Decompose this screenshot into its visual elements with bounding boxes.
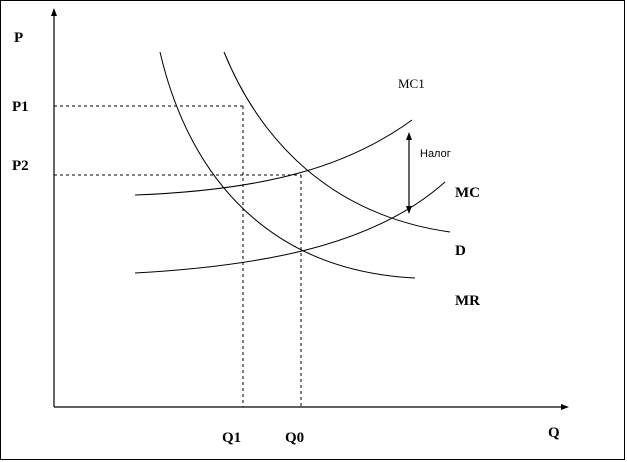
tax-label: Налог — [420, 148, 451, 160]
p1-label: P1 — [12, 99, 29, 115]
q0-label: Q0 — [285, 430, 304, 446]
mr-label: MR — [455, 293, 480, 309]
q1-label: Q1 — [222, 430, 241, 446]
demand-label: D — [455, 243, 466, 259]
tax-arrow-head-bottom — [406, 206, 412, 214]
mc-curve — [134, 181, 446, 274]
x-axis-label: Q — [548, 425, 560, 441]
y-axis-arrow — [51, 8, 57, 16]
demand-curve — [223, 51, 451, 233]
mc-label: MC — [455, 185, 480, 201]
mc1-curve — [134, 119, 413, 196]
x-axis-arrow — [561, 404, 569, 410]
mr-curve — [159, 51, 416, 279]
p2-label: P2 — [12, 158, 29, 174]
mc1-label: MC1 — [398, 76, 425, 91]
y-axis-label: P — [14, 30, 23, 46]
tax-arrow-head-top — [406, 132, 412, 140]
